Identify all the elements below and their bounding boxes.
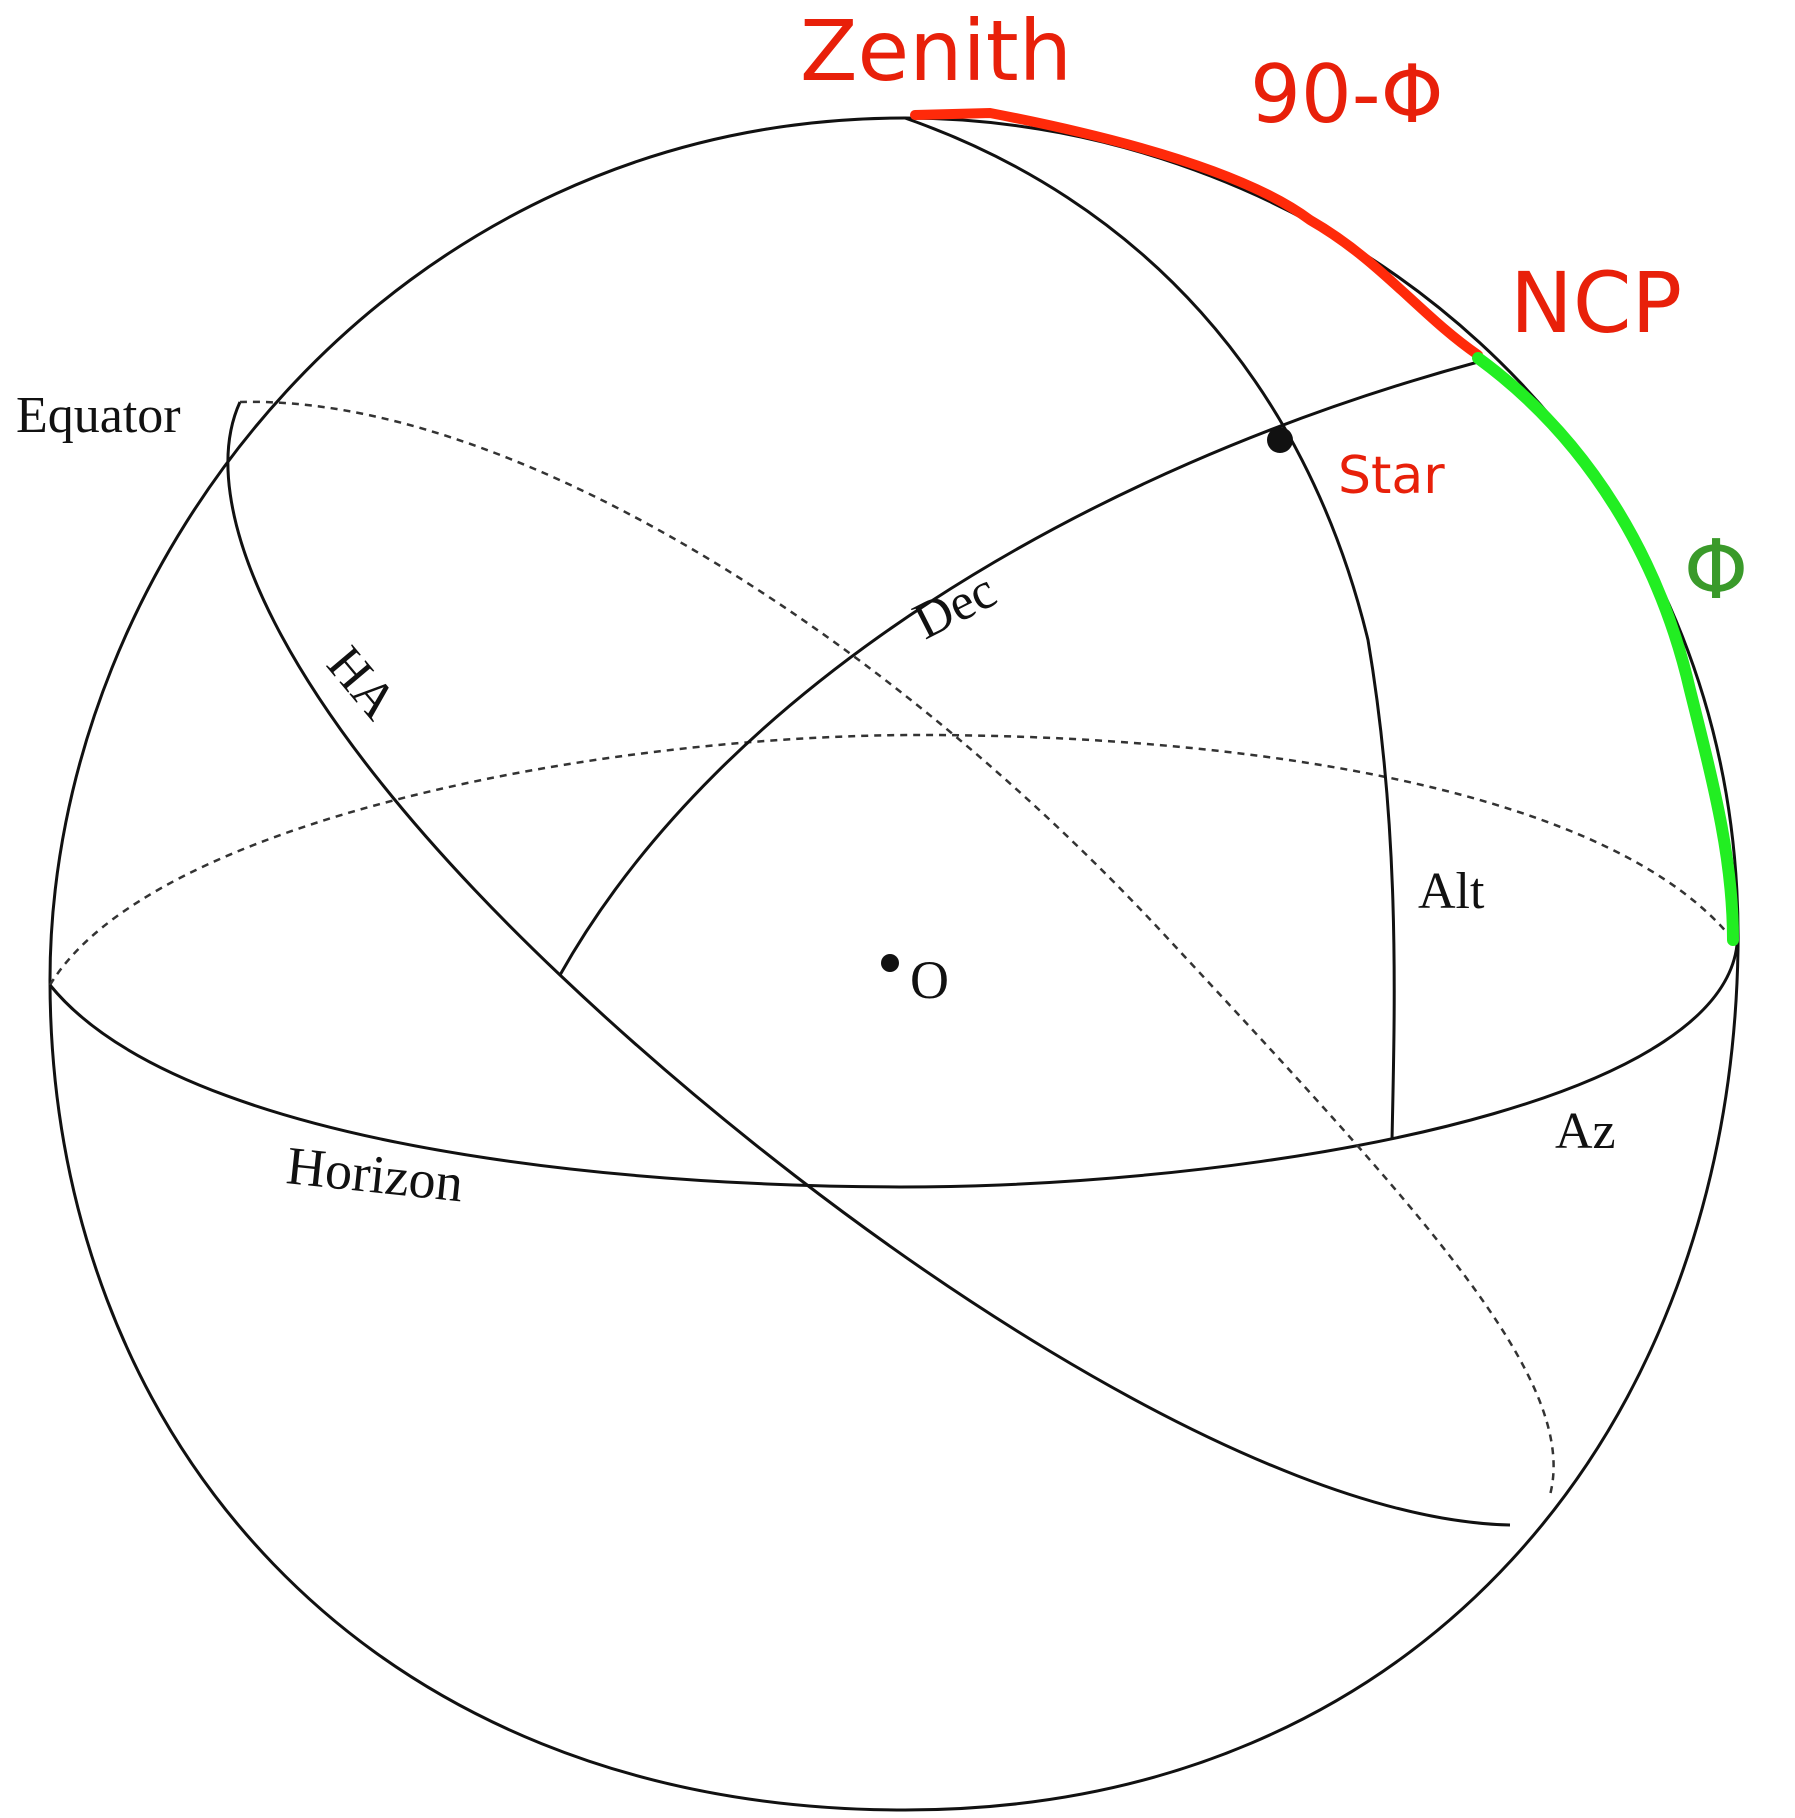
- zenith-label: Zenith: [800, 2, 1072, 100]
- horizon-label: Horizon: [284, 1135, 466, 1213]
- origin-point: [881, 954, 899, 972]
- phi-label: Φ: [1684, 523, 1749, 618]
- equator-label: Equator: [16, 387, 181, 444]
- latitude-arc: [1472, 352, 1739, 946]
- dec-circle: [558, 360, 1479, 976]
- star-point: [1267, 427, 1293, 453]
- alt-label: Alt: [1418, 863, 1485, 920]
- zenith-ncp-arc: [910, 107, 1483, 360]
- horizon-front: [48, 944, 1739, 1189]
- star-label: Star: [1338, 446, 1445, 506]
- dec-label: Dec: [905, 562, 1005, 651]
- az-label: Az: [1555, 1103, 1616, 1160]
- horizon-back-dashed: [48, 733, 1738, 986]
- ncp-label: NCP: [1510, 254, 1682, 352]
- equator-front: [226, 401, 1511, 1527]
- equator-back-dashed: [239, 400, 1555, 1496]
- origin-label: O: [910, 950, 949, 1010]
- alt-circle: [904, 116, 1396, 1141]
- ninety-minus-phi-label: 90-Φ: [1250, 48, 1444, 141]
